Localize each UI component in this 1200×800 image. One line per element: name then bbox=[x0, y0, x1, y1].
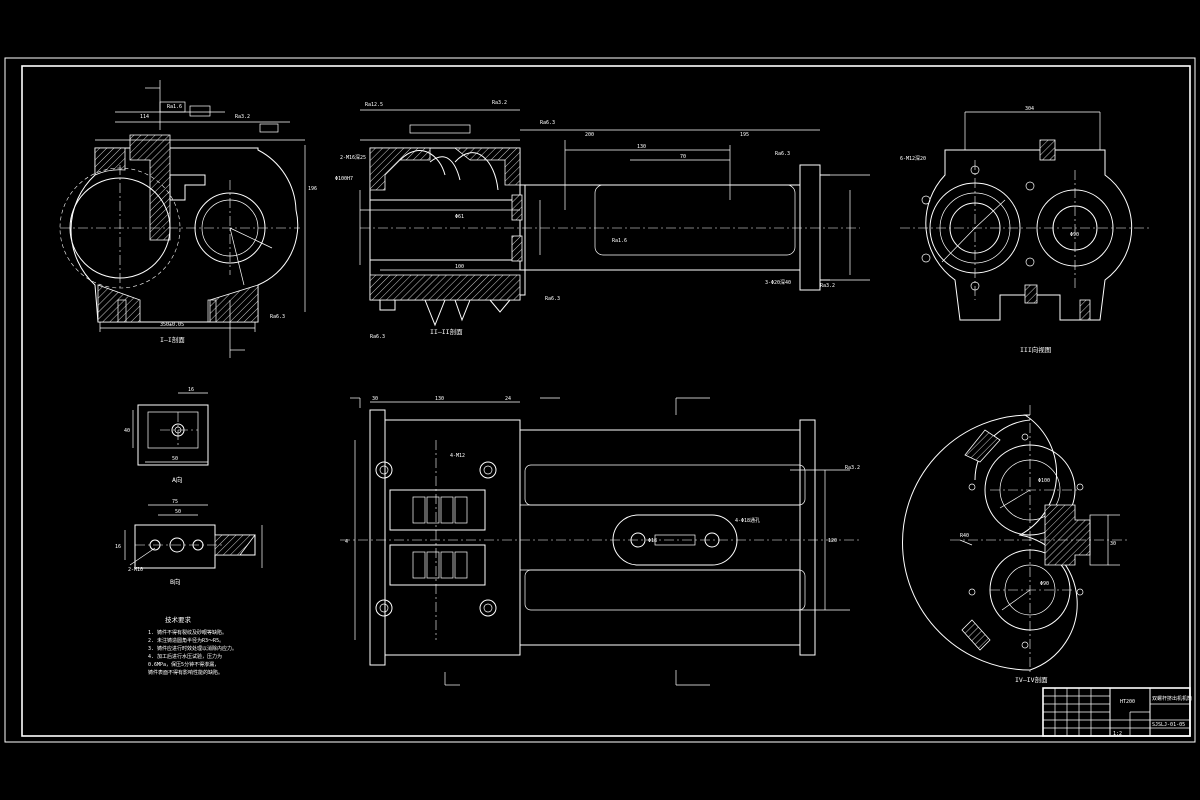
outer-frame bbox=[4, 57, 1196, 743]
svg-text:30: 30 bbox=[1110, 541, 1116, 547]
svg-text:4-M12: 4-M12 bbox=[450, 453, 465, 459]
svg-text:4-Φ18通孔: 4-Φ18通孔 bbox=[735, 517, 760, 524]
svg-text:2-M16深25: 2-M16深25 bbox=[340, 154, 366, 161]
detail-b-label: B向 bbox=[170, 577, 180, 586]
detail-a-label: A向 bbox=[172, 475, 182, 484]
tech-req-title: 技术要求 bbox=[165, 615, 192, 624]
svg-text:Φ100: Φ100 bbox=[1038, 478, 1050, 484]
svg-text:40: 40 bbox=[124, 428, 130, 434]
svg-text:75: 75 bbox=[172, 499, 178, 505]
svg-text:Ra3.2: Ra3.2 bbox=[845, 465, 860, 471]
tech-req-item-2: 2. 未注铸造圆角半径为R3～R5。 bbox=[148, 637, 224, 644]
svg-text:Ra12.5: Ra12.5 bbox=[365, 102, 383, 108]
svg-text:Ra6.3: Ra6.3 bbox=[270, 314, 285, 320]
svg-text:350±0.05: 350±0.05 bbox=[160, 322, 184, 328]
svg-text:Ra1.6: Ra1.6 bbox=[167, 104, 182, 110]
title-material: HT200 bbox=[1120, 699, 1135, 705]
view-a-label: I—I剖面 bbox=[160, 335, 185, 344]
svg-text:6-M12深20: 6-M12深20 bbox=[900, 155, 926, 162]
tech-req-item-5: 0.6MPa，保压5分钟不得渗漏， bbox=[148, 661, 219, 668]
view-a-front-section: 114 196 350±0.05 Ra6.3 Ra3.2 Ra1.6 bbox=[59, 80, 317, 358]
view-d-plan-view: 130 30 24 4 120 Ra3.2 4-Φ18通孔 4-M12 Φ18 bbox=[340, 396, 860, 686]
svg-text:Φ18: Φ18 bbox=[648, 538, 657, 544]
svg-text:Ra3.2: Ra3.2 bbox=[820, 283, 835, 289]
svg-text:100: 100 bbox=[455, 264, 464, 270]
svg-text:130: 130 bbox=[637, 144, 646, 150]
svg-text:120: 120 bbox=[828, 538, 837, 544]
tech-req-item-6: 铸件表面不得有影响性能的缺陷。 bbox=[148, 669, 223, 676]
svg-text:304: 304 bbox=[1025, 106, 1034, 112]
svg-text:130: 130 bbox=[435, 396, 444, 402]
svg-text:50: 50 bbox=[172, 456, 178, 462]
svg-text:Ra3.2: Ra3.2 bbox=[492, 100, 507, 106]
view-c-end-view: 304 6-M12深20 Φ90 bbox=[900, 106, 1150, 321]
view-e-label: IV—IV剖面 bbox=[1015, 675, 1048, 684]
svg-text:24: 24 bbox=[505, 396, 511, 402]
tech-req-item-4: 4. 加工后进行水压试验，压力为 bbox=[148, 653, 222, 660]
svg-text:Ra3.2: Ra3.2 bbox=[235, 114, 250, 120]
title-part-name: 双螺杆挤出机机筒 bbox=[1152, 695, 1192, 702]
tech-req-item-1: 1. 铸件不得有裂纹及砂眼等缺陷。 bbox=[148, 629, 227, 636]
view-b-long-section: 200 195 130 70 Φ61 100 Ra1.6 2-M16深25 Φ1… bbox=[335, 100, 870, 340]
svg-text:30: 30 bbox=[372, 396, 378, 402]
svg-text:Ra6.3: Ra6.3 bbox=[545, 296, 560, 302]
svg-text:196: 196 bbox=[308, 186, 317, 192]
technical-requirements: 技术要求 1. 铸件不得有裂纹及砂眼等缺陷。 2. 未注铸造圆角半径为R3～R5… bbox=[148, 615, 237, 676]
title-drawing-no: SJSLJ-01-05 bbox=[1152, 722, 1185, 728]
svg-text:Φ61: Φ61 bbox=[455, 214, 464, 220]
svg-text:Φ90: Φ90 bbox=[1070, 232, 1079, 238]
view-c-label: III向视图 bbox=[1020, 345, 1051, 354]
svg-text:Φ100H7: Φ100H7 bbox=[335, 176, 353, 182]
title-block: HT200 双螺杆挤出机机筒 1:2 SJSLJ-01-05 bbox=[1042, 687, 1192, 737]
svg-text:3-Φ20深40: 3-Φ20深40 bbox=[765, 279, 791, 286]
view-e-end-section: Φ100 Φ90 R40 30 bbox=[902, 405, 1130, 675]
detail-a: 16 50 40 bbox=[124, 387, 209, 466]
svg-text:Ra6.3: Ra6.3 bbox=[370, 334, 385, 340]
svg-text:2-M10: 2-M10 bbox=[128, 567, 143, 573]
svg-text:70: 70 bbox=[680, 154, 686, 160]
view-b-label: II—II剖面 bbox=[430, 327, 463, 336]
tech-req-item-3: 3. 铸件应进行时效处理以消除内应力。 bbox=[148, 645, 237, 652]
svg-text:Φ90: Φ90 bbox=[1040, 581, 1049, 587]
title-scale: 1:2 bbox=[1113, 731, 1122, 737]
svg-text:16: 16 bbox=[188, 387, 194, 393]
svg-text:Ra1.6: Ra1.6 bbox=[612, 238, 627, 244]
svg-text:195: 195 bbox=[740, 132, 749, 138]
svg-text:114: 114 bbox=[140, 114, 149, 120]
detail-b: 75 50 16 2-M10 bbox=[115, 499, 263, 573]
svg-text:50: 50 bbox=[175, 509, 181, 515]
svg-text:200: 200 bbox=[585, 132, 594, 138]
svg-text:R40: R40 bbox=[960, 533, 969, 539]
inner-frame bbox=[21, 65, 1191, 737]
svg-text:4: 4 bbox=[345, 539, 348, 545]
svg-text:16: 16 bbox=[115, 544, 121, 550]
svg-text:Ra6.3: Ra6.3 bbox=[540, 120, 555, 126]
svg-text:Ra6.3: Ra6.3 bbox=[775, 151, 790, 157]
